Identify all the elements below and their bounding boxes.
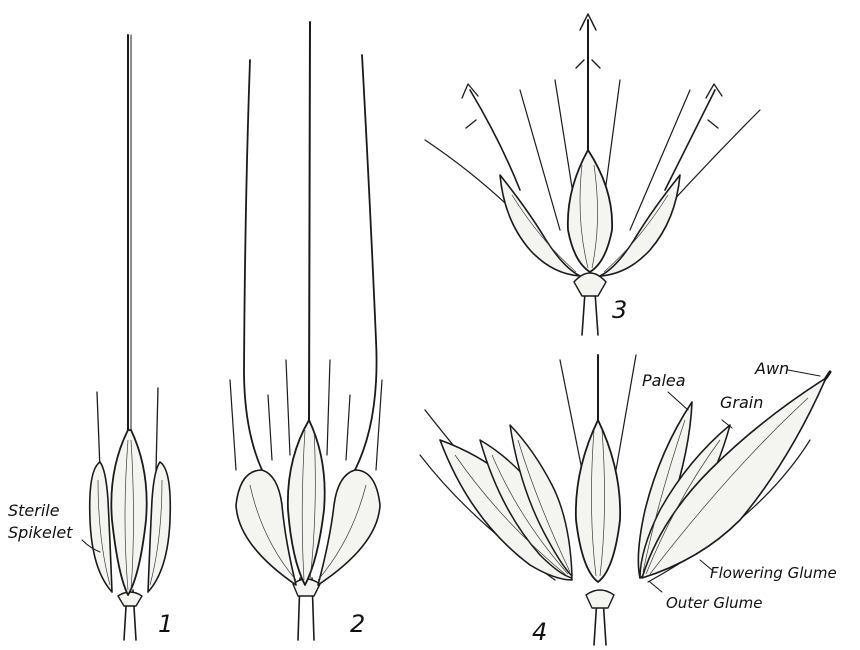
label-outer-glume: Outer Glume [666, 594, 763, 612]
label-grain: Grain [720, 393, 763, 412]
figure-number-3: 3 [612, 296, 627, 324]
figure-3-open-spikelet [425, 14, 760, 335]
figure-1-spikelet [90, 35, 171, 640]
label-sterile: Sterile [8, 501, 60, 520]
figure-number-2: 2 [350, 610, 365, 638]
figure-number-1: 1 [158, 610, 173, 638]
figure-4-dissected-spikelet [420, 355, 830, 645]
figure-number-4: 4 [532, 618, 547, 646]
label-spikelet: Spikelet [8, 523, 73, 542]
label-palea: Palea [642, 371, 686, 390]
label-flowering-glume: Flowering Glume [710, 564, 837, 582]
label-awn: Awn [754, 359, 789, 378]
figure-2-spikelet-cluster [230, 22, 382, 640]
